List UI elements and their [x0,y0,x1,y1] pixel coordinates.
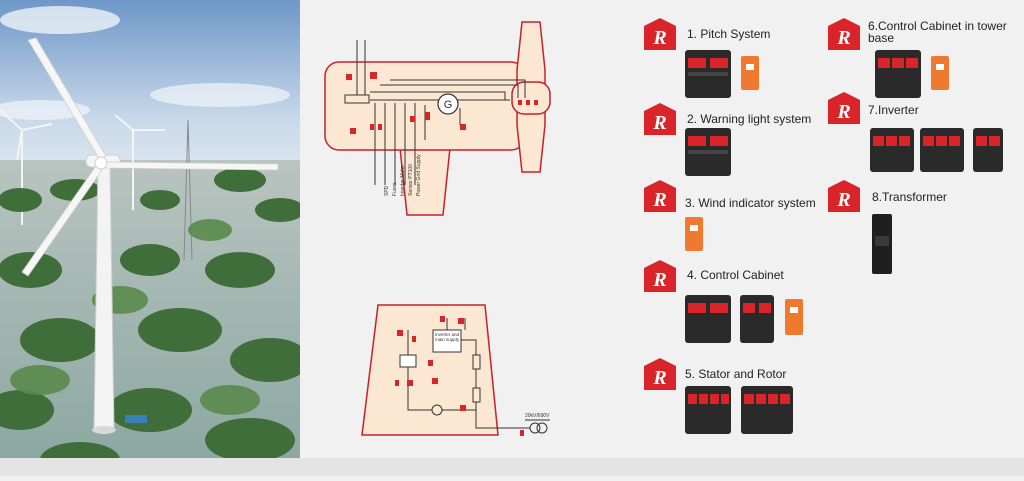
logo-r-icon: R [644,18,676,50]
item-transformer: 8.Transformer [872,190,947,204]
logo-r-icon: R [644,103,676,135]
logo-r-icon: R [644,358,676,390]
label-inverter-motor: Inverter Motor [400,165,406,196]
spd-module-pair-icon [685,50,785,105]
wind-turbine-photo [0,0,300,476]
rotor-hub [511,81,551,115]
label-sensor: Sensor PT100 [408,164,414,196]
tower-base-shape [361,304,499,436]
item-inverter: 7.Inverter [868,103,919,117]
grid-label: 20kV/690V [525,413,550,419]
svg-text:R: R [652,112,666,134]
generator-label: G [444,99,453,111]
item-pitch-system: 1. Pitch System [687,27,771,41]
svg-text:R: R [652,189,666,211]
spd-module-pair-icon [875,50,975,105]
bottom-band [0,458,1024,476]
spd-module-icon [685,128,735,183]
label-power-grid: Power Grid Supply [416,154,422,196]
item-stator-and-rotor: 5. Stator and Rotor [685,367,787,381]
svg-text:R: R [836,189,850,211]
logo-r-icon: R [828,18,860,50]
item-wind-indicator-system: 3. Wind indicator system [685,196,816,210]
label-fuses: Fuses [392,182,398,196]
spd-single-pole-icon [872,214,896,281]
svg-text:R: R [652,269,666,291]
svg-text:R: R [836,101,850,123]
spd-orange-module-icon [685,215,707,260]
inverter-box-label: Inverter and main supply [434,332,459,342]
spd-module-trio-icon [685,295,815,350]
spd-module-4pole-pair-icon [685,386,815,441]
logo-r-icon: R [828,92,860,124]
spd-module-trio-black-icon [870,128,1020,183]
item-control-cabinet-tower-base: 6.Control Cabinet in tower base [868,19,1007,45]
logo-r-icon: R [644,260,676,292]
spd-product-list: R 1. Pitch System R 2. Warning light sys… [630,0,1024,476]
wiring-diagram: G SPD Fuses Inverter Motor Sensor PT100 … [300,0,630,476]
svg-text:R: R [652,367,666,389]
logo-r-icon: R [828,180,860,212]
label-spd: SPD [384,185,390,196]
item-warning-light-system: 2. Warning light system [687,112,812,126]
logo-r-icon: R [644,180,676,212]
svg-text:R: R [836,27,850,49]
svg-text:R: R [652,27,666,49]
item-control-cabinet: 4. Control Cabinet [687,268,784,282]
generator-symbol [437,93,459,115]
